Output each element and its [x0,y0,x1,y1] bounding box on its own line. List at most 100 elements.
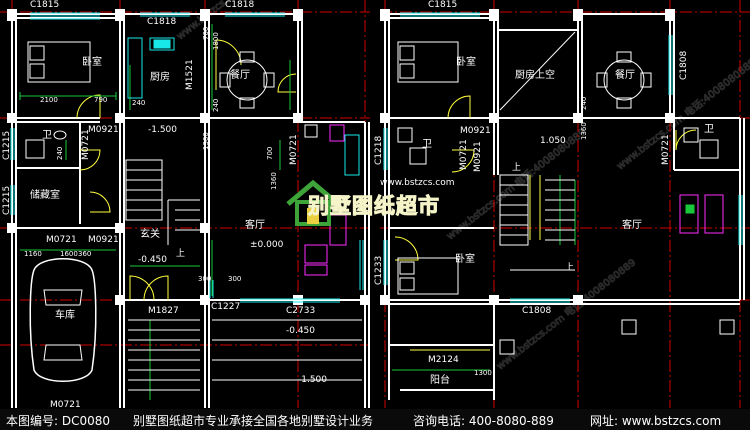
floor-plan-canvas: www.bstzcs.com 电话:4008080889 www.bstzcs.… [0,0,750,409]
dim-240-right: 240 [580,97,588,110]
kitchen-counter [127,37,143,99]
stair-up-left: 上 [176,248,185,259]
sofa-right [679,194,699,234]
label-m0721-bottom: M0721 [50,400,81,409]
label-m0921-right-a: M0921 [460,126,491,136]
dim-240: 240 [212,99,220,112]
right-dimensions: 240 1360 1300 [474,97,588,377]
room-bath-right-a: 卫 [422,139,432,150]
footer-phone: 咨询电话: 400-8080-889 [413,414,554,428]
dim-700: 700 [202,27,210,40]
room-bath-right-b: 卫 [704,124,714,135]
left-floor-plan: C1815 C1818 C1818 卧室 厨房 餐厅 卫 储藏室 玄关 客厅 车… [0,0,370,409]
right-furniture [397,31,735,355]
room-foyer: 玄关 [140,227,160,240]
footer-bar: 本图编号: DC0080 别墅图纸超市专业承接全国各地别墅设计业务 咨询电话: … [0,409,750,430]
label-c1815-right: C1815 [428,0,457,10]
watermark-brand-text: 别墅图纸超市 [308,194,440,219]
label-m0721-b: M0721 [46,235,77,245]
left-dimension-lines [19,24,291,400]
stair-up-right-a: 上 [512,162,521,173]
label-c1215-a: C1215 [2,131,12,160]
footer-website: 网址: www.bstzcs.com [590,414,722,428]
toilet [25,139,45,159]
label-c1808-right: C1808 [679,51,689,80]
label-m1827: M1827 [148,306,179,316]
right-doors [394,95,697,351]
level-minus-0450-b: -0.450 [286,326,315,336]
left-labels: C1815 C1818 C1818 卧室 厨房 餐厅 卫 储藏室 玄关 客厅 车… [2,0,327,409]
room-living-right: 客厅 [622,218,642,231]
bed-upper [397,41,459,83]
stair-up-right-b: 上 [565,262,574,273]
label-m0721-right: M0721 [459,139,469,170]
watermark-logo [283,178,473,228]
bed-lower [397,257,459,295]
dim-790: 790 [94,96,107,104]
room-garage: 车库 [55,308,75,321]
dining-table [226,59,268,101]
level-minus-0450-a: -0.450 [138,255,167,265]
dim-300: 300 [198,275,211,283]
wm-stripe-2: www.bstzcs.com 电话:4008080889 [494,256,638,373]
room-living-left: 客厅 [245,218,265,231]
right-labels: C1815 C1808 C1218 C1233 C1808 卧室 餐厅 厨房上空… [374,0,714,386]
dim-1160: 1160 [24,250,42,258]
room-storage: 储藏室 [30,188,60,201]
dim-360: 360 [78,250,91,258]
footer-plan-number: 本图编号: DC0080 [6,414,111,428]
car [29,258,97,382]
label-c2733: C2733 [286,306,315,316]
level-minus-1500-a: -1.500 [148,125,177,135]
room-bath-left: 卫 [42,130,52,141]
room-dining: 餐厅 [230,68,250,81]
room-bedroom-lower: 卧室 [455,252,475,265]
room-kitchen: 厨房 [150,70,170,83]
label-m0921-b: M0921 [88,235,119,245]
dim-1360-right: 1360 [580,122,588,140]
dim-1360: 1360 [202,132,210,150]
dim-700-b: 700 [266,147,274,160]
label-c1815-left: C1815 [30,0,59,10]
watermark-url: www.bstzcs.com [380,178,455,188]
label-c1233: C1233 [374,256,384,285]
label-c1227: C1227 [211,302,240,312]
left-stairs [125,159,362,391]
void-diagonal [499,31,576,111]
room-balcony: 阳台 [430,373,450,386]
label-m1521: M1521 [185,59,195,90]
label-c1808-bottom: C1808 [522,306,551,316]
left-dimensions: 2100 1800 240 240 790 240 700 1360 1160 … [24,27,278,283]
label-c1215-b: C1215 [2,186,12,215]
house-logo-icon [286,179,340,226]
dim-1600: 1600 [60,250,78,258]
label-c1818-kitchen: C1818 [147,17,176,27]
dim-1300: 1300 [474,369,492,377]
label-c1218: C1218 [374,136,384,165]
label-m0721-c: M0721 [289,134,299,165]
footer-slogan: 别墅图纸超市专业承接全国各地别墅设计业务 [133,414,374,428]
label-m0921-right-b: M0921 [473,141,483,172]
dim-300-b: 300 [228,275,241,283]
dining-table-right [603,59,645,101]
room-bedroom-left: 卧室 [82,55,102,68]
room-kitchen-void: 厨房上空 [515,68,555,81]
dim-240-c: 240 [56,147,64,160]
level-minus-1500-b: -1.500 [298,375,327,385]
left-doors [76,39,297,301]
right-walls [380,9,745,400]
label-m2124: M2124 [428,355,459,365]
label-m0721-a: M0721 [81,129,91,160]
left-furniture [25,37,360,382]
right-windows [383,12,743,303]
level-0000: ±0.000 [250,240,284,250]
dim-240-b: 240 [132,99,145,107]
right-stairs [499,174,575,271]
dim-1360-b: 1360 [270,172,278,190]
level-1050: 1.050 [540,136,566,146]
room-dining-right: 餐厅 [615,68,635,81]
dim-1800: 1800 [212,32,220,50]
label-m0721-right-b: M0721 [661,134,671,165]
left-walls [7,9,370,408]
sofa [329,214,347,246]
